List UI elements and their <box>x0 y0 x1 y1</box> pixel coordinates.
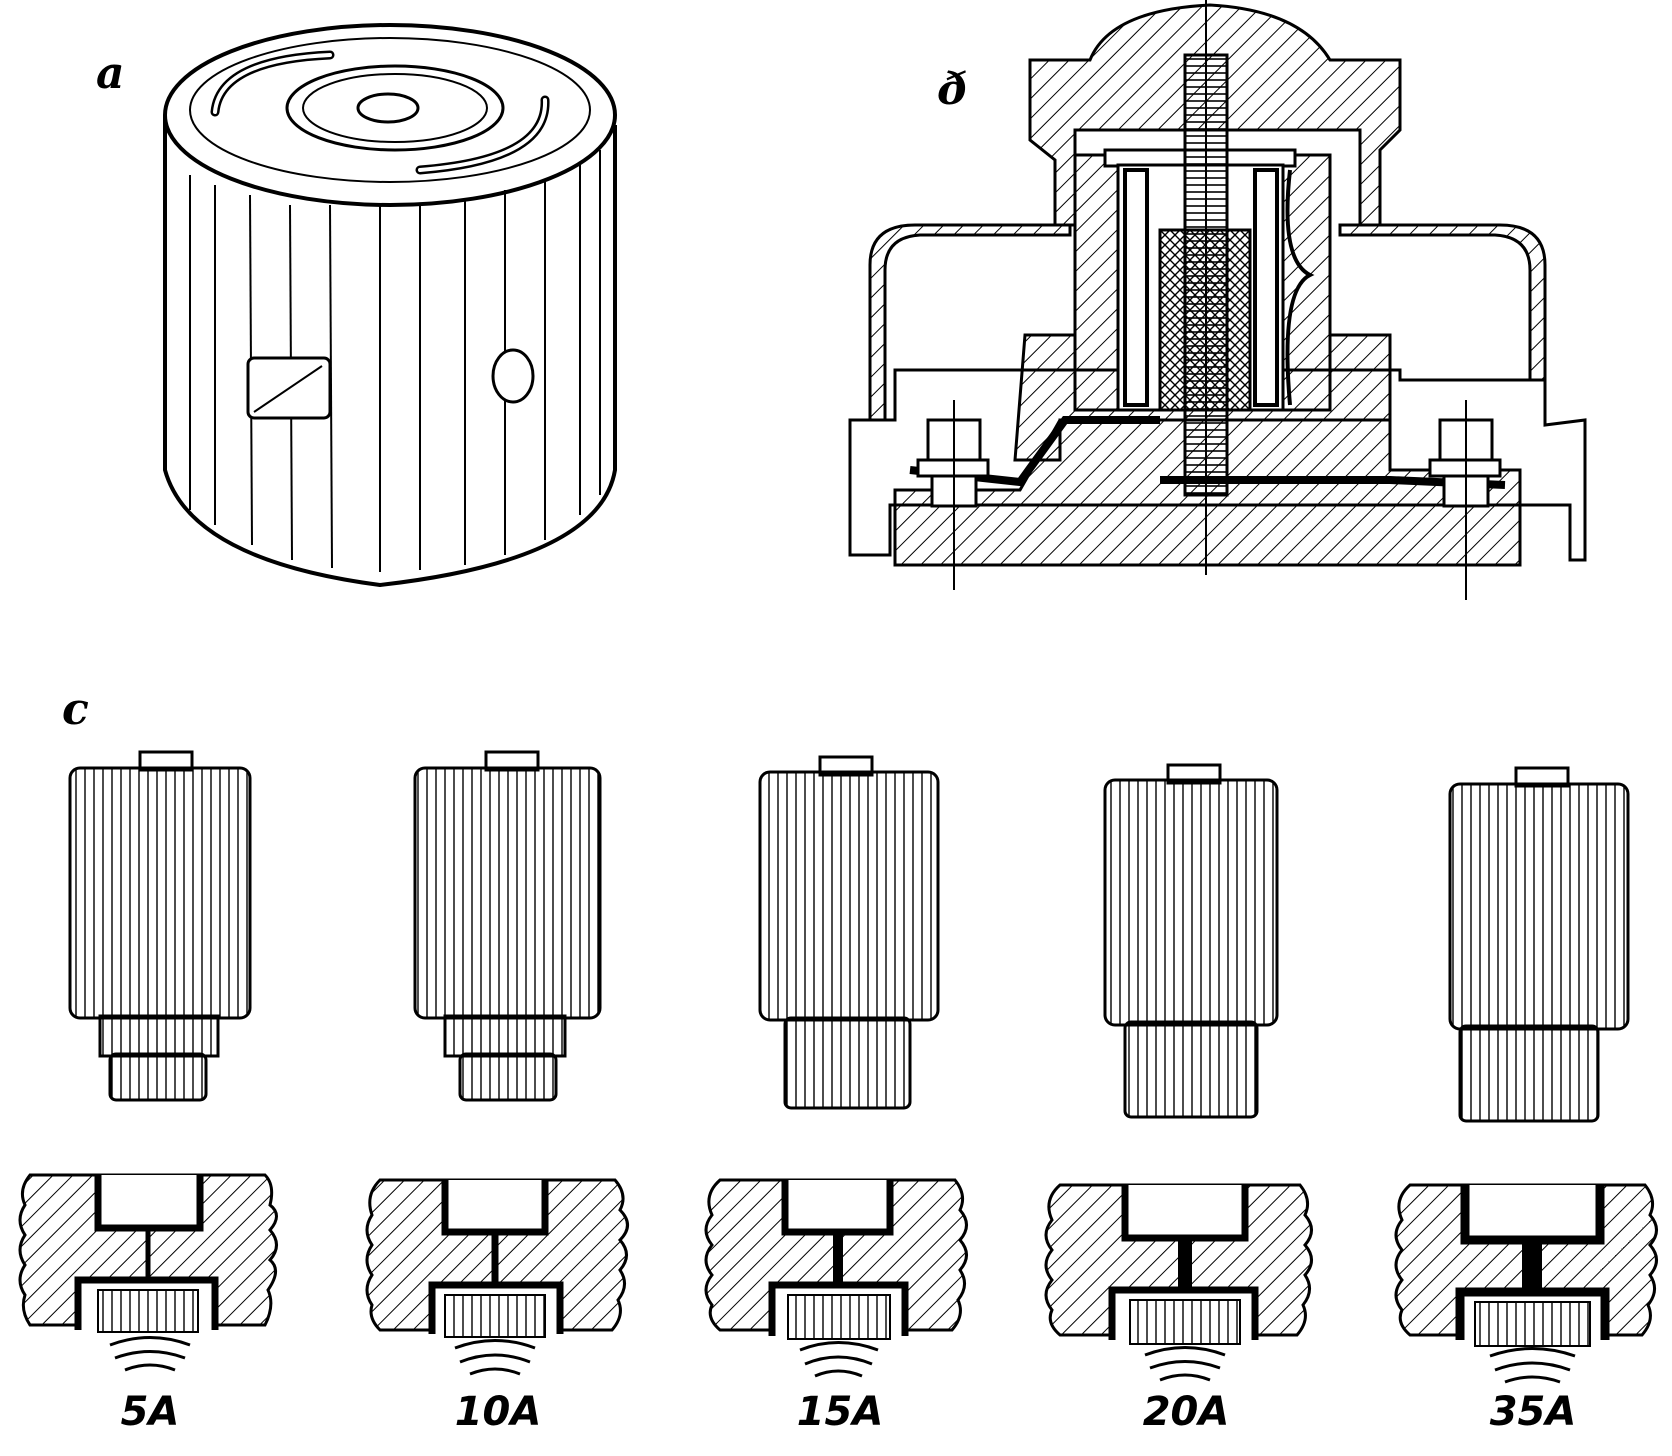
panel-label-c: c <box>62 684 89 735</box>
fuse-cartridge-5a <box>68 750 252 1102</box>
rating-label-20a: 20A <box>1142 1389 1230 1435</box>
rating-label-5a: 5A <box>120 1389 180 1435</box>
fuse-section-5a <box>18 1173 278 1372</box>
rating-label-35a: 35A <box>1489 1389 1577 1435</box>
panel-label-b: ð <box>938 64 968 115</box>
fuse-cartridge-10a <box>413 750 602 1102</box>
fuse-section-15a <box>704 1178 968 1378</box>
fuse-holder-cross-section <box>848 0 1587 600</box>
fuse-cartridge-35a <box>1448 766 1630 1123</box>
fuse-cartridge-perspective <box>163 23 617 588</box>
rating-label-10a: 10A <box>454 1389 542 1435</box>
fuse-section-20a <box>1044 1183 1313 1382</box>
fuse-section-row <box>18 1173 1658 1384</box>
panel-label-a: a <box>96 48 125 99</box>
fuse-cartridge-20a <box>1103 763 1279 1119</box>
fuse-cartridge-15a <box>758 755 940 1110</box>
fuse-section-35a <box>1394 1183 1658 1384</box>
fuse-section-10a <box>365 1178 629 1376</box>
rating-label-15a: 15A <box>796 1389 884 1435</box>
fuse-cartridge-row <box>68 750 1630 1123</box>
